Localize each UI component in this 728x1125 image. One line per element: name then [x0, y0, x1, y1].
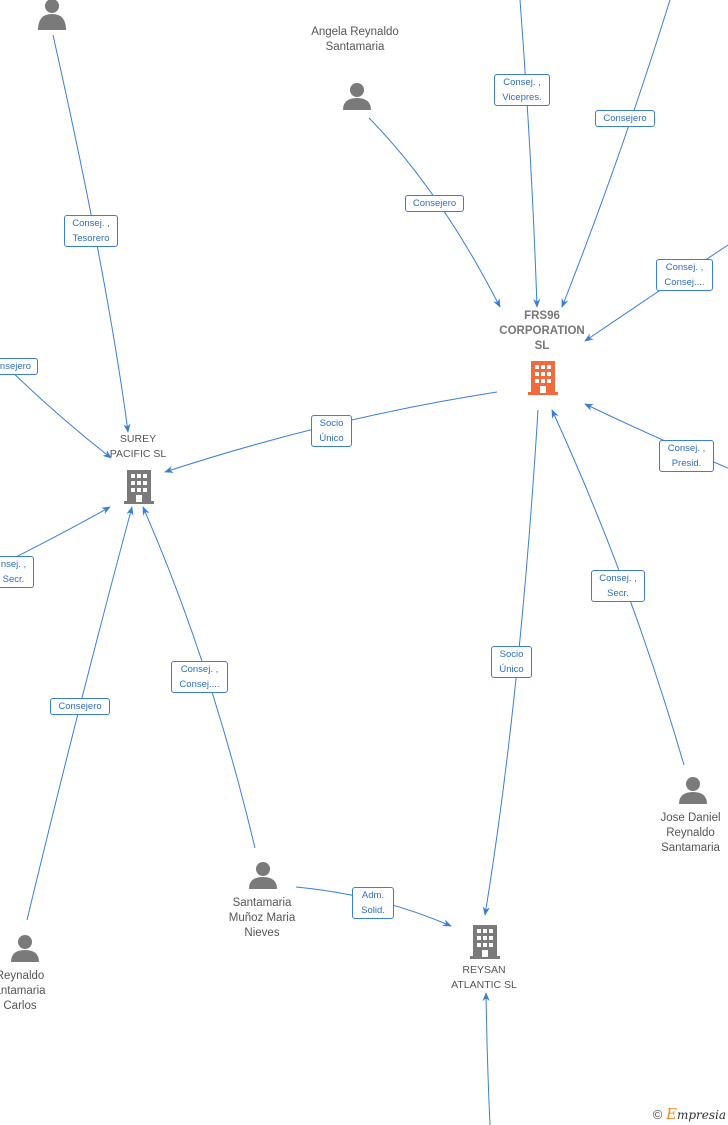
edge-right-frs96	[584, 244, 728, 342]
edge-label-consej-consej-right[interactable]: Consej. , Consej....	[656, 259, 713, 291]
copyright-icon: ©	[652, 1107, 663, 1122]
edge-topleft-surey	[52, 34, 131, 433]
edge-label-socio-unico-1[interactable]: Socio Único	[311, 415, 352, 447]
node-label-reynaldo-carlos[interactable]: Reynaldo antamaria Carlos	[0, 969, 60, 1014]
edge-frs96-reysan	[482, 409, 539, 916]
label-line: Carlos	[3, 1000, 37, 1012]
person-icon[interactable]	[679, 777, 707, 804]
node-label-jose-daniel[interactable]: Jose Daniel Reynaldo Santamaria	[660, 812, 721, 854]
node-label-santamaria-nieves[interactable]: Santamaria Muñoz Maria Nieves	[228, 897, 296, 939]
person-icon[interactable]	[38, 0, 66, 30]
edge-label-line: Consejero	[412, 198, 457, 209]
edge-label-line: Consej. ,	[665, 262, 704, 273]
edge-label-line: nsej. ,	[0, 559, 27, 570]
edge-label-consej-presid[interactable]: Consej. , Presid.	[659, 440, 714, 472]
node-label-frs96[interactable]: FRS96 CORPORATION SL	[499, 310, 585, 352]
edge-label-line: Secr.	[607, 588, 629, 599]
brand-initial: E	[665, 1105, 677, 1123]
node-label-angela[interactable]: Angela Reynaldo Santamaria	[311, 26, 399, 53]
person-icon[interactable]	[11, 935, 39, 962]
edge-bottom-reysan	[482, 992, 491, 1125]
label-line: antamaria	[0, 985, 46, 997]
edge-vicepres-frs96	[519, 0, 541, 308]
edge-label-consej-secr[interactable]: Consej. , Secr.	[591, 570, 645, 602]
edge-label-line: Secr.	[2, 574, 25, 585]
edge-label-line: Consej....	[179, 679, 220, 690]
edge-label-nieves-consej[interactable]: Consej. , Consej....	[171, 661, 228, 693]
footer-brand[interactable]: © Empresia	[653, 1105, 726, 1123]
edge-label-line: Presid.	[671, 458, 702, 469]
person-icon[interactable]	[249, 862, 277, 889]
edge-label-line: Socio	[499, 649, 524, 660]
edge-label-line: Vicepres.	[502, 92, 542, 103]
edge-label-angela-consejero[interactable]: Consejero	[405, 195, 464, 212]
edge-label-adm-solid[interactable]: Adm. Solid.	[352, 887, 394, 919]
edge-label-line: Solid.	[361, 905, 385, 916]
person-icon[interactable]	[343, 83, 371, 110]
edge-label-line: Consej. ,	[667, 443, 706, 454]
edge-label-vicepres[interactable]: Consej. , Vicepres.	[494, 74, 550, 106]
edge-label-socio-unico-2[interactable]: Socio Único	[491, 646, 532, 678]
building-icon[interactable]	[470, 925, 500, 959]
edge-label-left-secr[interactable]: nsej. , Secr.	[0, 556, 34, 588]
edge-label-line: Único	[499, 664, 524, 675]
edge-label-tesorero[interactable]: Consej. , Tesorero	[64, 215, 118, 247]
edge-label-line: Consejero	[58, 701, 102, 712]
edge-label-line: nsejero	[0, 361, 32, 372]
edge-label-line: Consejero	[603, 113, 647, 124]
edge-label-line: Consej....	[664, 277, 705, 288]
edge-label-line: Consej. ,	[180, 664, 219, 675]
edge-label-line: Consej. ,	[72, 218, 110, 229]
edge-label-carlos-consejero[interactable]: Consejero	[50, 698, 110, 715]
building-icon[interactable]	[124, 470, 154, 504]
edge-label-line: Consej. ,	[503, 77, 541, 88]
edge-angela-frs96	[368, 117, 501, 308]
edge-label-line: Tesorero	[72, 233, 110, 244]
edge-label-line: Consej. ,	[599, 573, 637, 584]
edge-label-line: Único	[319, 433, 344, 444]
edge-label-line: Socio	[319, 418, 344, 429]
edge-label-consejero-top-right[interactable]: Consejero	[595, 110, 655, 127]
node-label-reysan[interactable]: REYSAN ATLANTIC SL	[451, 964, 517, 991]
building-icon[interactable]	[528, 361, 558, 395]
edge-label-left-consejero[interactable]: nsejero	[0, 358, 38, 375]
label-line: Reynaldo	[0, 970, 45, 982]
edge-label-line: Adm.	[361, 890, 385, 901]
node-label-surey[interactable]: SUREY PACIFIC SL	[109, 433, 167, 460]
edge-consejero-frs96	[561, 0, 671, 308]
brand-name: mpresia	[676, 1108, 726, 1122]
